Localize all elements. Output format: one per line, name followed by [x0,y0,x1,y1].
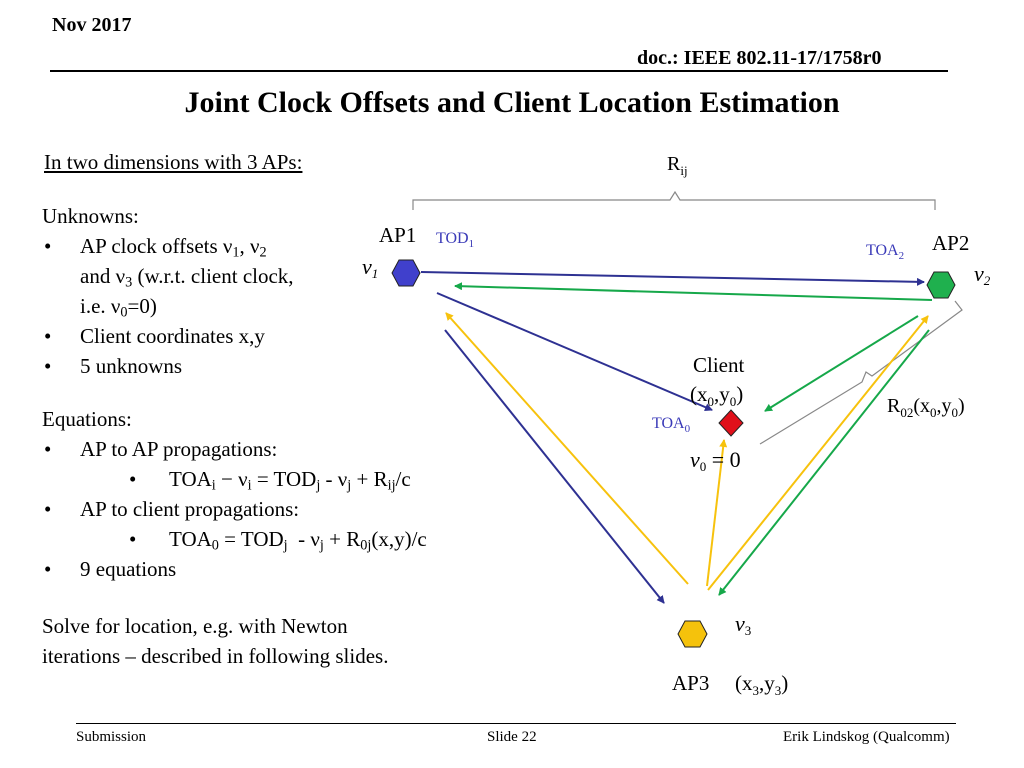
r02-label: R02(x0,y0) [887,395,965,420]
header-doc-id: doc.: IEEE 802.11-17/1758r0 [637,47,882,69]
unknowns-heading: Unknowns: [42,204,139,228]
solve-line-1: Solve for location, e.g. with Newton [42,614,348,638]
equation-ap-to-ap-label: AP to AP propagations: [42,434,502,464]
equations-list-2: AP to client propagations: [42,494,502,524]
solve-text: Solve for location, e.g. with Newton ite… [42,611,388,671]
ap3-coords-label: (x3,y3) [735,671,788,698]
arrow-ap3-to-ap2 [707,315,929,591]
footer-rule [76,723,956,724]
client-label: Client [693,353,744,377]
intro-text: In two dimensions with 3 APs: [44,150,303,174]
equations-block: Equations: AP to AP propagations: TOAi −… [42,404,502,584]
equation-ap-to-client: TOA0 = TODj - νj + R0j(x,y)/c [127,524,502,554]
tod1-label: TOD1 [436,230,474,250]
equation-ap-to-client-label: AP to client propagations: [42,494,502,524]
rij-label: Rij [667,153,688,178]
ap1-node [391,259,421,287]
ap3-label: AP3 [672,671,709,695]
ap2-label: AP2 [932,231,969,255]
ap1-nu-label: ν1 [362,254,378,281]
footer-slide-number: Slide 22 [487,729,537,745]
ap2-node [926,271,956,299]
equations-heading: Equations: [42,407,132,431]
equations-list: AP to AP propagations: [42,434,502,464]
unknowns-item-count: 5 unknowns [42,351,372,381]
equation-count: 9 equations [42,554,502,584]
r02-brace [759,300,963,445]
client-node [718,409,744,437]
slide-title: Joint Clock Offsets and Client Location … [184,86,840,119]
arrow-ap2-to-client [764,315,919,412]
arrow-ap1-to-client [436,292,713,411]
arrow-ap3-to-ap1 [445,312,689,585]
ap2-nu-label: ν2 [974,261,991,288]
ap3-node [677,620,708,648]
equations-sublist-2: TOA0 = TODj - νj + R0j(x,y)/c [42,524,502,554]
footer-left: Submission [76,729,147,745]
footer-author: Erik Lindskog (Qualcomm) [783,729,950,745]
equations-sublist-1: TOAi − νi = TODj - νj + Rij/c [42,464,502,494]
equations-list-3: 9 equations [42,554,502,584]
nu0-equation: ν0 = 0 [690,447,741,474]
solve-line-2: iterations – described in following slid… [42,644,389,668]
arrow-ap1-to-ap2 [420,271,925,286]
arrow-ap1-to-ap3 [444,329,665,604]
arrow-ap2-to-ap3 [718,329,930,596]
arrow-ap2-to-ap1 [454,282,933,301]
unknowns-item-coordinates: Client coordinates x,y [42,321,372,351]
ap1-label: AP1 [379,223,416,247]
toa2-label: TOA2 [866,242,904,262]
ap3-nu-label: ν3 [735,611,751,638]
arrow-ap3-to-client [706,439,728,587]
rij-brace [412,190,936,210]
header-rule [50,70,948,72]
equation-ap-to-ap: TOAi − νi = TODj - νj + Rij/c [127,464,502,494]
header-date: Nov 2017 [52,14,132,36]
toa0-label: TOA0 [652,415,691,435]
client-coords-label: (x0,y0) [690,382,743,409]
